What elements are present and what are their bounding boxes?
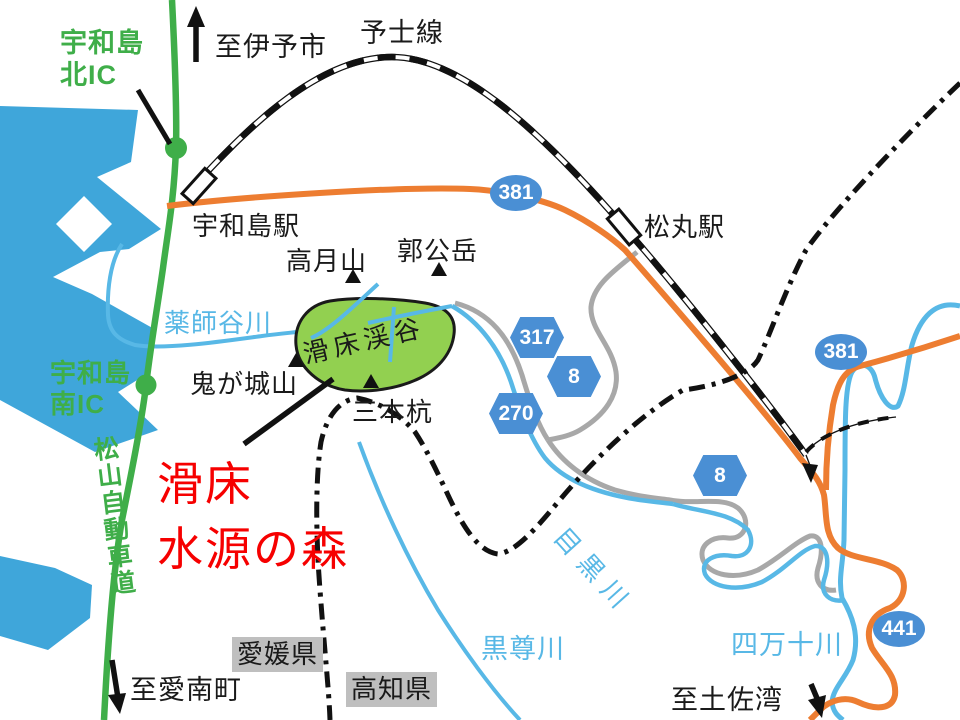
label-shimantogawa: 四万十川	[731, 630, 843, 660]
meguro-river-meander	[672, 501, 846, 603]
sea-shape	[0, 106, 161, 452]
ic-south-dot	[135, 374, 157, 396]
label-ic-north: 宇和島 北IC	[60, 28, 144, 91]
shimanto-river-line	[829, 302, 960, 720]
prefecture-boundary-line	[314, 81, 960, 720]
gray-road-meguro-valley	[545, 438, 837, 593]
route-badge-8-south: 8	[693, 455, 747, 496]
sea-island-hole	[56, 196, 112, 252]
label-kurozongawa: 黒尊川	[481, 634, 565, 664]
label-uwajima-station: 宇和島駅	[192, 211, 301, 241]
yakushidani-river-line	[105, 242, 314, 349]
label-matsumaru-station: 松丸駅	[644, 212, 726, 242]
arrow-down-to-tosa	[808, 682, 826, 718]
mountain-triangle-onigajouyama	[288, 353, 304, 367]
gray-road-valley-access	[454, 300, 551, 442]
mountain-triangle-takatsukiyama	[345, 269, 361, 283]
route-badge-270: 270	[489, 393, 543, 434]
label-onigajouyama: 鬼が城山	[190, 369, 299, 399]
route-badge-8-north: 8	[547, 356, 601, 397]
route-badge-317: 317	[510, 317, 564, 358]
label-kakkoudake: 郭公岳	[397, 236, 479, 266]
meguro-river-upper	[450, 304, 674, 507]
forest-pointer-line	[242, 376, 335, 447]
label-railway-name: 予士線	[360, 18, 444, 48]
route381-east-road	[823, 333, 960, 491]
label-sanbongui: 三本杭	[352, 397, 434, 427]
route-badge-381-west: 381	[490, 175, 542, 211]
railway-end-arrow	[802, 463, 818, 483]
label-ehime-prefecture: 愛媛県	[232, 637, 324, 673]
mountain-triangle-sanbongui	[363, 374, 379, 388]
arrow-down-to-ainan	[108, 659, 126, 714]
label-takatsukiyama: 高月山	[286, 246, 368, 276]
railway-line	[194, 53, 897, 483]
arrow-up-to-iyo	[187, 6, 205, 62]
label-ic-south: 宇和島 南IC	[50, 358, 132, 420]
label-to-ainan: 至愛南町	[130, 675, 242, 705]
gray-road-matsumaru-switchback	[547, 250, 639, 443]
mountain-triangle-kakkoudake	[431, 262, 447, 276]
gorge-stream-diagonal	[310, 282, 380, 340]
station-marker-matsumaru	[605, 207, 643, 247]
ic-north-pointer-line	[135, 88, 173, 146]
gorge-stream-east	[367, 304, 453, 325]
kurozon-river-line	[357, 441, 522, 720]
label-yakushidanigawa: 薬師谷川	[164, 308, 273, 338]
route-badge-381-east: 381	[815, 334, 867, 370]
sea-inlet-south	[0, 556, 92, 650]
station-marker-uwajima	[179, 166, 219, 206]
label-kochi-prefecture: 高知県	[346, 672, 438, 708]
label-nametoko-forest-title: 滑床 水源の森	[157, 458, 349, 576]
label-to-tosa-bay: 至土佐湾	[671, 685, 783, 715]
expressway-line	[100, 0, 180, 720]
route-badge-441: 441	[873, 611, 925, 647]
label-to-iyo: 至伊予市	[215, 32, 327, 62]
